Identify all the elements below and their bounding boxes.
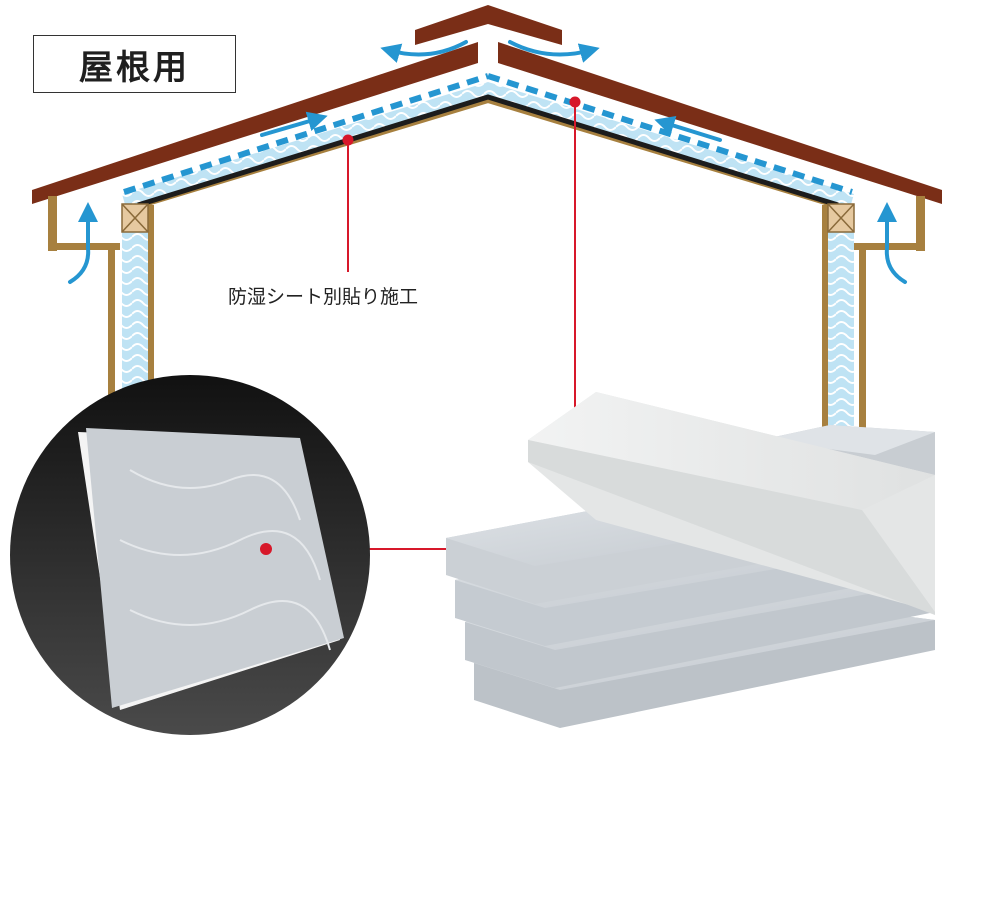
vapor-barrier-membrane <box>137 94 839 208</box>
roof-right <box>498 42 942 204</box>
ridge-cap-right <box>488 5 562 45</box>
closeup-inset <box>10 375 370 735</box>
eave-framing <box>48 196 925 251</box>
callout-dot-icon <box>260 96 581 555</box>
vent-airflow-left <box>123 73 489 195</box>
roof <box>32 5 942 204</box>
vapor-barrier-callout: 防湿シート別貼り施工 <box>228 286 419 308</box>
section-label-box: 屋根用 <box>33 35 236 93</box>
airflow-arrow-icon <box>68 40 907 284</box>
glass-wool-batt <box>528 392 935 615</box>
ridge-cap-left <box>415 5 488 45</box>
beam-x-icon <box>121 203 855 233</box>
section-label: 屋根用 <box>79 47 190 88</box>
roof-left <box>32 42 478 204</box>
vent-airflow-right <box>487 73 853 195</box>
